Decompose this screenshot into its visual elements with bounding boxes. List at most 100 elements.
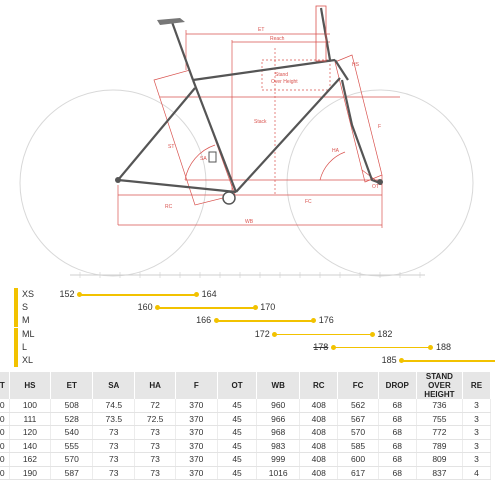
size-marker — [14, 327, 18, 341]
height-max-dot — [194, 292, 200, 297]
column-header: SA — [92, 372, 136, 399]
table-cell: 0 — [0, 439, 10, 453]
label-stack: Stack — [254, 119, 267, 125]
height-min-label: 166 — [196, 315, 212, 326]
size-row-xl: XL 185 — [0, 354, 495, 367]
table-cell: 73 — [134, 452, 176, 467]
saddle — [157, 18, 185, 25]
label-ha: HA — [332, 148, 340, 154]
size-marker — [14, 301, 18, 315]
table-cell: 0 — [0, 412, 10, 426]
column-header: T — [0, 372, 10, 399]
table-cell: 966 — [256, 412, 300, 426]
height-min-label: 178 — [313, 341, 329, 352]
table-cell: 162 — [9, 452, 52, 467]
label-rc: RC — [165, 204, 173, 210]
label-et: ET — [258, 27, 264, 33]
table-cell: 0 — [0, 399, 10, 413]
column-header: OT — [217, 372, 258, 399]
table-cell: 111 — [9, 412, 52, 426]
table-cell: 0 — [0, 466, 10, 480]
table-cell: 789 — [416, 439, 463, 453]
bottle-mount — [208, 151, 217, 163]
table-cell: 68 — [378, 466, 417, 480]
height-min-label: 185 — [381, 355, 397, 365]
rear-wheel — [19, 89, 207, 277]
bike-geometry-diagram: ET Reach Stand Over Height HS Stack ST S… — [19, 5, 474, 278]
size-marker — [14, 314, 18, 328]
height-max-label: 188 — [435, 341, 451, 352]
table-cell: 408 — [299, 425, 339, 440]
size-label: L — [22, 341, 28, 352]
label-f: F — [378, 124, 381, 130]
table-cell: 736 — [416, 399, 463, 413]
table-cell: 408 — [299, 466, 339, 480]
size-label: XL — [22, 355, 34, 365]
table-cell: 3 — [462, 452, 492, 467]
size-marker — [14, 340, 18, 354]
table-cell: 120 — [9, 425, 52, 440]
table-cell: 73.5 — [92, 412, 136, 426]
table-cell: 1016 — [256, 466, 300, 480]
size-label: ML — [22, 328, 35, 339]
height-max-dot — [428, 344, 434, 350]
column-header: RE — [462, 372, 492, 399]
table-cell: 100 — [9, 399, 52, 413]
table-cell: 73 — [134, 466, 176, 480]
table-cell: 3 — [462, 439, 492, 453]
table-cell: 983 — [256, 439, 300, 453]
table-cell: 68 — [378, 439, 417, 453]
table-cell: 72.5 — [134, 412, 176, 426]
front-axle — [377, 179, 383, 185]
height-min-label: 172 — [254, 328, 270, 339]
table-cell: 755 — [416, 412, 463, 426]
size-marker — [14, 354, 18, 367]
height-range-bar — [333, 346, 431, 349]
table-cell: 968 — [256, 425, 300, 440]
table-cell: 45 — [217, 412, 258, 426]
table-cell: 772 — [416, 425, 463, 440]
size-row-ml: ML 172 182 — [0, 327, 495, 341]
table-cell: 3 — [462, 399, 492, 413]
table-cell: 68 — [378, 412, 417, 426]
table-cell: 370 — [175, 439, 218, 453]
column-header: WB — [256, 372, 300, 399]
column-header: F — [175, 372, 218, 399]
height-range-bar — [401, 360, 495, 362]
height-max-dot — [369, 331, 375, 337]
bottom-bracket — [222, 191, 236, 205]
size-label: XS — [22, 289, 35, 299]
label-hs: HS — [352, 62, 360, 68]
column-header: FC — [337, 372, 379, 399]
label-stand-over-1: Stand — [275, 72, 288, 78]
table-cell: 73 — [92, 466, 136, 480]
height-range-bar — [274, 333, 373, 336]
table-cell: 370 — [175, 399, 218, 413]
table-cell: 809 — [416, 452, 463, 467]
height-range-bar — [157, 307, 256, 309]
height-min-dot — [330, 344, 336, 350]
size-label: S — [22, 302, 29, 313]
table-cell: 370 — [175, 425, 218, 440]
table-cell: 370 — [175, 466, 218, 480]
column-header: HS — [9, 372, 52, 399]
height-min-dot — [213, 318, 219, 324]
table-cell: 0 — [0, 452, 10, 467]
table-cell: 528 — [50, 412, 94, 426]
height-max-dot — [252, 305, 258, 311]
height-max-label: 182 — [377, 328, 393, 339]
column-header: STAND OVER HEIGHT — [416, 372, 463, 399]
table-cell: 68 — [378, 425, 417, 440]
table-cell: 0 — [0, 425, 10, 440]
height-range-bar — [216, 320, 314, 322]
height-min-label: 152 — [59, 289, 75, 299]
table-cell: 45 — [217, 466, 258, 480]
height-min-dot — [155, 305, 161, 311]
